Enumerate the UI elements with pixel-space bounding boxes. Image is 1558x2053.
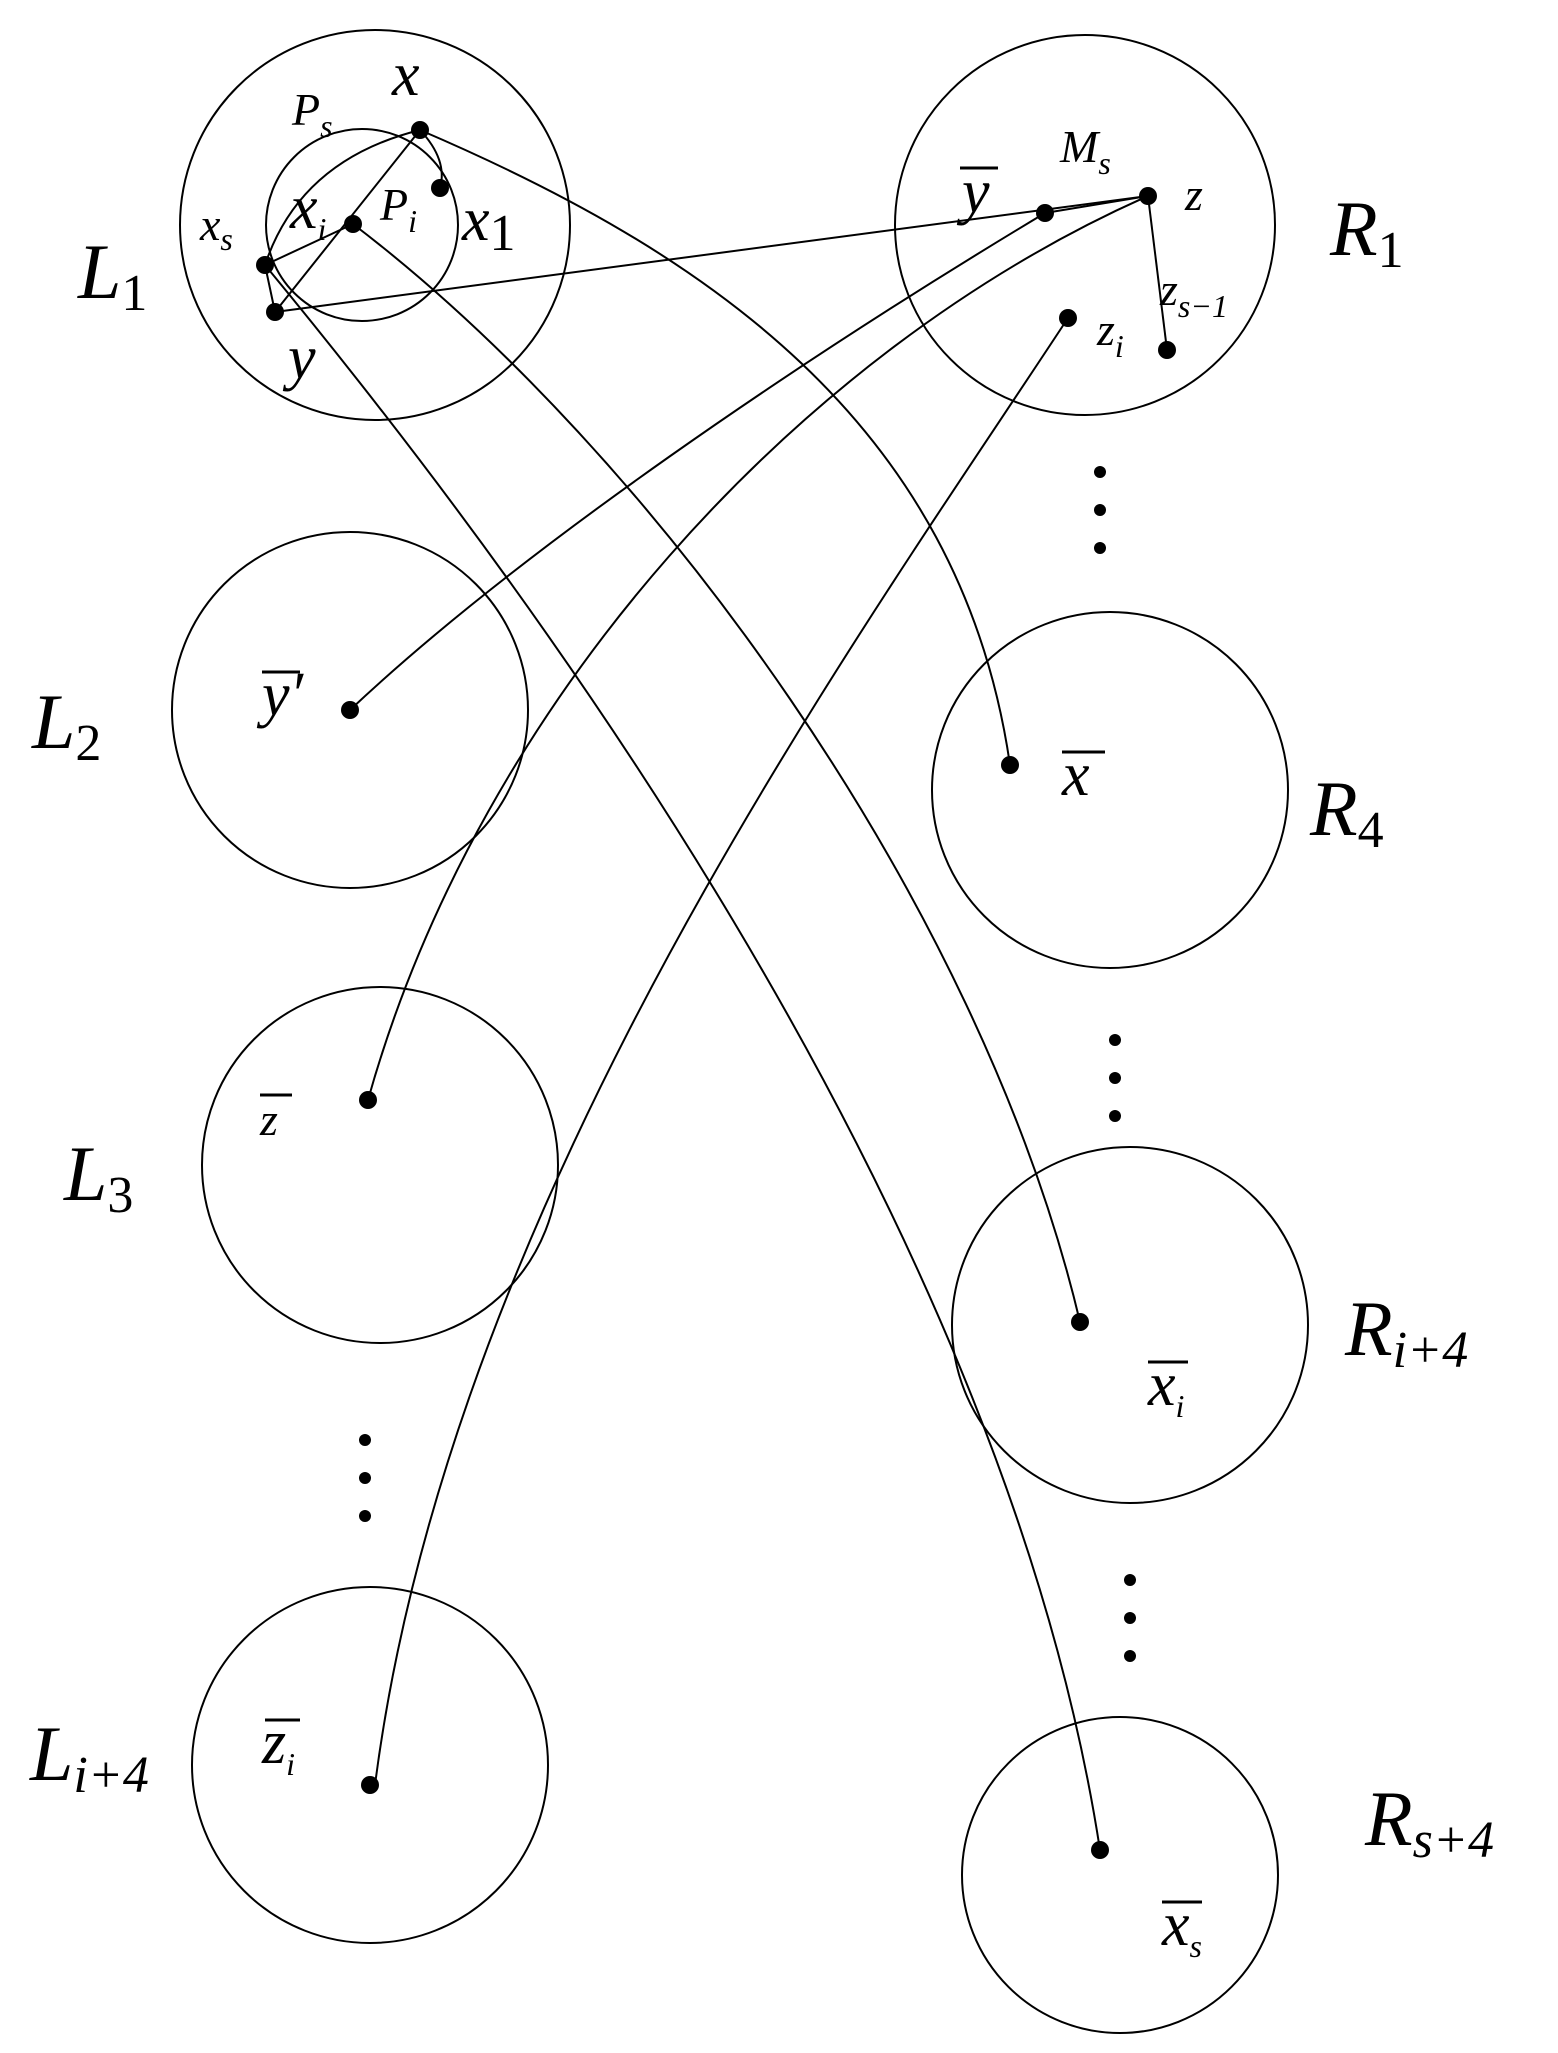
label-Rs4: Rs+4: [1364, 1775, 1494, 1869]
vertex-x: [411, 121, 429, 139]
circle-Rs4: [961, 1716, 1279, 2034]
label-xibar: xi: [1147, 1351, 1184, 1424]
ellipsis-right-top: [1094, 466, 1106, 554]
vertex-zi: [1059, 309, 1077, 327]
circle-R1: [894, 34, 1276, 416]
edge-xi-xibar: [352, 223, 1081, 1323]
edge-z-zbar: [367, 195, 1149, 1101]
edge-xs-xi: [264, 223, 354, 266]
edge-z-zs1: [1147, 195, 1168, 351]
edge-ybar-yprime: [349, 212, 1046, 711]
label-xs: xs: [199, 199, 233, 257]
ellipsis-left: [359, 1434, 371, 1522]
ellipsis-right-mid: [1109, 1034, 1121, 1122]
label-Ps: Ps: [291, 84, 333, 144]
edge-zi-zibar: [374, 317, 1069, 1786]
label-zibar: zi: [261, 1709, 295, 1782]
vertex-xi: [344, 215, 362, 233]
vertex-x1: [431, 179, 449, 197]
label-zi: zi: [1096, 304, 1124, 364]
vertex-xs: [256, 256, 274, 274]
circle-L3: [201, 986, 559, 1344]
vertex-xbar: [1001, 756, 1019, 774]
label-xbar: x: [1061, 741, 1090, 809]
label-Ms: Ms: [1059, 121, 1111, 181]
label-zbar: z: [259, 1094, 278, 1145]
edge-z-ybar: [1044, 195, 1149, 214]
label-xsbar: xs: [1161, 1891, 1202, 1964]
circle-R4: [931, 611, 1289, 969]
label-Li4: Li+4: [29, 1710, 149, 1804]
label-x: x: [391, 41, 420, 109]
edge-xs-xsbar: [264, 264, 1101, 1851]
label-L1: L1: [77, 228, 147, 322]
vertex-yprime: [341, 701, 359, 719]
vertex-xsbar: [1091, 1841, 1109, 1859]
vertex-zbar: [359, 1091, 377, 1109]
circle-L2: [171, 531, 529, 889]
edge-x-xs: [264, 129, 421, 266]
circle-L1-inner: [265, 128, 459, 322]
label-ybar: y: [956, 158, 990, 226]
label-Ri4: Ri+4: [1344, 1285, 1468, 1379]
edge-y-z: [274, 195, 1149, 313]
vertex-ybar: [1036, 204, 1054, 222]
label-L2: L2: [31, 678, 101, 772]
vertex-y: [266, 303, 284, 321]
circle-L1: [179, 29, 571, 421]
label-Pi: Pi: [379, 179, 417, 239]
vertex-xibar: [1071, 1313, 1089, 1331]
vertex-zs1: [1158, 341, 1176, 359]
label-yprime: y′: [256, 661, 305, 729]
label-L3: L3: [63, 1130, 133, 1224]
label-R1: R1: [1329, 185, 1404, 279]
ellipsis-right-bottom: [1124, 1574, 1136, 1662]
label-z: z: [1184, 169, 1203, 220]
vertex-z: [1139, 187, 1157, 205]
label-zs1: zs−1: [1159, 264, 1228, 324]
circle-Li4: [191, 1586, 549, 1944]
circle-Ri4: [951, 1146, 1309, 1504]
label-y: y: [282, 324, 316, 392]
label-x1: x1: [461, 186, 516, 262]
vertex-zibar: [361, 1776, 379, 1794]
label-R4: R4: [1309, 765, 1384, 859]
label-xi: xi: [289, 174, 326, 247]
edge-x-xbar: [419, 129, 1011, 766]
